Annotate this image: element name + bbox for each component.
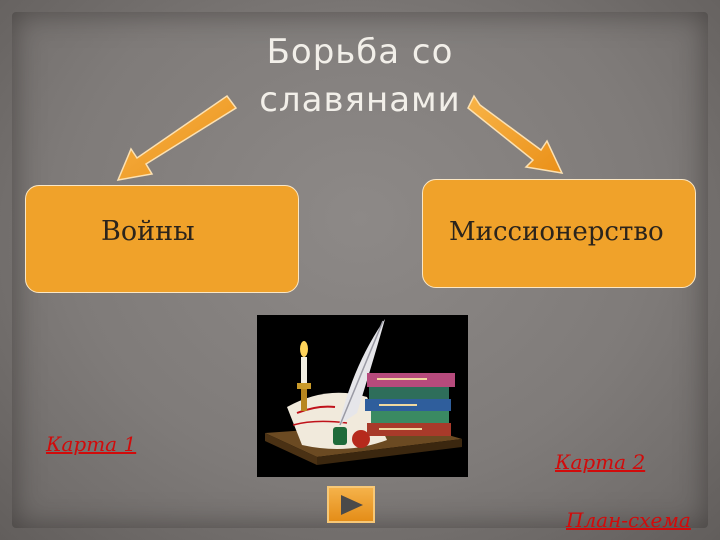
arrow-left [116,94,238,181]
slide-title: Борьба со славянами [200,28,520,124]
plan-scheme-link[interactable]: План-схема [566,508,691,532]
play-icon [341,495,363,515]
map-1-link[interactable]: Карта 1 [46,432,137,456]
arrow-right [467,94,564,174]
title-line-2: славянами [259,80,461,120]
missionary-box: Миссионерство [422,179,696,288]
missionary-label: Миссионерство [449,217,664,247]
wars-box: Войны [25,185,299,293]
map-2-link[interactable]: Карта 2 [555,450,646,474]
next-slide-button[interactable] [327,486,375,523]
books-quill-candle-icon [257,315,468,477]
wars-label: Войны [101,216,195,247]
title-line-1: Борьба со [266,32,454,72]
